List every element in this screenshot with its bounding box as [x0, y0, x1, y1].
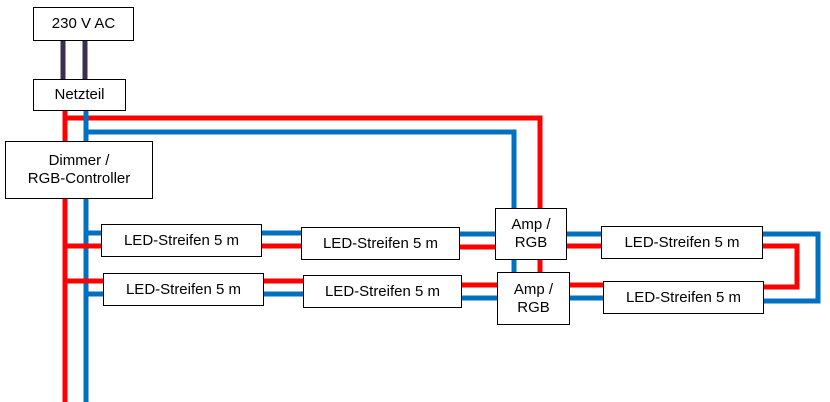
loop-positive [763, 243, 800, 290]
controller-box: Dimmer / RGB-Controller [5, 141, 153, 199]
led-strip-row1-1: LED-Streifen 5 m [101, 224, 262, 257]
amp1-label-line2: RGB [514, 234, 548, 251]
led-strip-label: LED-Streifen 5 m [624, 233, 740, 251]
amp-box-1: Amp / RGB [495, 208, 567, 260]
psu-box: Netzteil [33, 79, 126, 111]
controller-label-line2: RGB-Controller [27, 170, 131, 187]
loop-negative [763, 231, 821, 304]
led-strip-label: LED-Streifen 5 m [322, 234, 439, 252]
led-strip-label: LED-Streifen 5 m [123, 231, 240, 249]
psu-label: Netzteil [54, 86, 105, 103]
amp2-label-line1: Amp / [513, 280, 554, 298]
amp2-label-line2: RGB [517, 298, 550, 316]
psu-negative-feed [83, 110, 517, 208]
amp1-label-line1: Amp / [511, 216, 551, 233]
controller-label-line1: Dimmer / [48, 152, 110, 169]
led-strip-label: LED-Streifen 5 m [625, 288, 742, 306]
mains-box: 230 V AC [33, 7, 134, 41]
amp-box-2: Amp / RGB [497, 272, 570, 325]
led-strip-row2-2: LED-Streifen 5 m [303, 275, 462, 308]
led-strip-label: LED-Streifen 5 m [324, 282, 441, 300]
led-strip-row1-3: LED-Streifen 5 m [601, 226, 763, 259]
led-strip-row1-2: LED-Streifen 5 m [301, 227, 460, 260]
mains-label: 230 V AC [51, 15, 116, 32]
led-strip-label: LED-Streifen 5 m [125, 280, 242, 298]
psu-positive-feed [62, 110, 543, 208]
led-strip-row2-3: LED-Streifen 5 m [603, 281, 764, 314]
led-strip-row2-1: LED-Streifen 5 m [103, 273, 264, 306]
